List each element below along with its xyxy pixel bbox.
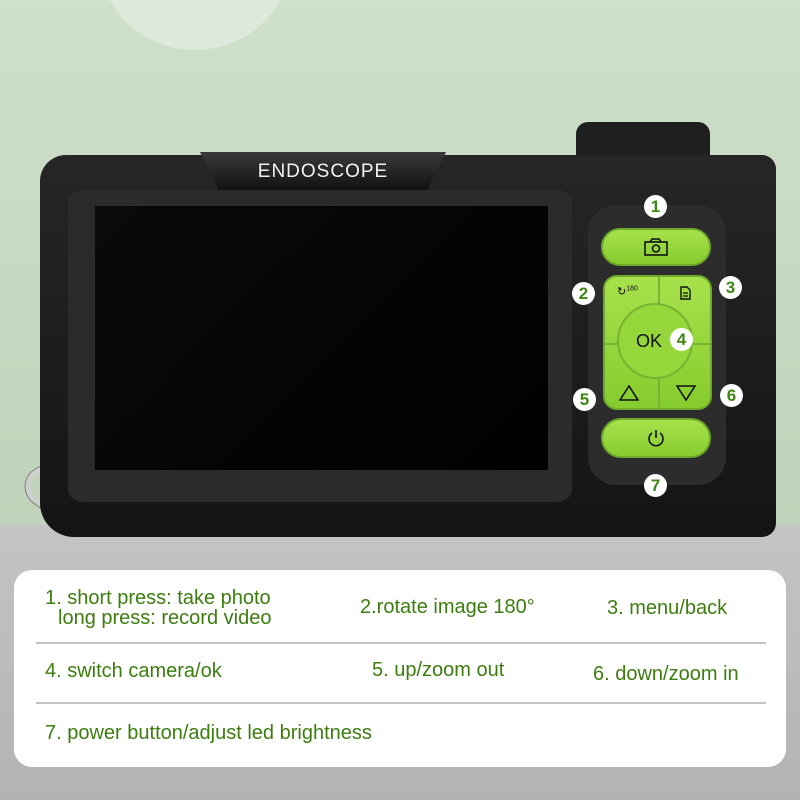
callout-3: 3 <box>719 276 742 299</box>
callout-6: 6 <box>720 384 743 407</box>
menu-icon <box>680 286 691 300</box>
camera-icon <box>644 238 668 256</box>
legend-item-1-line-1: 1. short press: take photo <box>45 587 271 609</box>
callout-1: 1 <box>644 195 667 218</box>
rotate-180-icon: ↻ <box>617 286 627 298</box>
ok-button[interactable]: OK <box>617 303 693 379</box>
legend-item-5: 5. up/zoom out <box>372 659 505 681</box>
callout-5: 5 <box>573 388 596 411</box>
legend-item-1-line-2: long press: record video <box>58 607 272 629</box>
legend-item-6: 6. down/zoom in <box>593 663 739 685</box>
device-screen <box>95 206 548 470</box>
legend-card <box>14 570 786 767</box>
device-label: ENDOSCOPE <box>200 152 446 192</box>
rotate-180-button[interactable]: ↻180 <box>617 285 638 298</box>
triangle-down-icon <box>675 385 697 402</box>
photo-button[interactable] <box>601 228 711 266</box>
legend-item-2: 2.rotate image 180° <box>360 596 535 618</box>
legend-item-3: 3. menu/back <box>607 597 728 619</box>
divider <box>36 702 766 704</box>
down-button[interactable] <box>675 385 697 405</box>
callout-7: 7 <box>644 474 667 497</box>
callout-2: 2 <box>572 282 595 305</box>
power-icon <box>648 430 664 447</box>
legend-item-7: 7. power button/adjust led brightness <box>45 722 372 744</box>
divider <box>36 642 766 644</box>
triangle-up-icon <box>618 384 640 401</box>
menu-button[interactable] <box>680 286 691 304</box>
callout-4: 4 <box>670 328 693 351</box>
up-button[interactable] <box>618 384 640 405</box>
ok-label: OK <box>635 330 662 351</box>
legend-item-4: 4. switch camera/ok <box>45 660 222 682</box>
power-button[interactable] <box>601 418 711 458</box>
